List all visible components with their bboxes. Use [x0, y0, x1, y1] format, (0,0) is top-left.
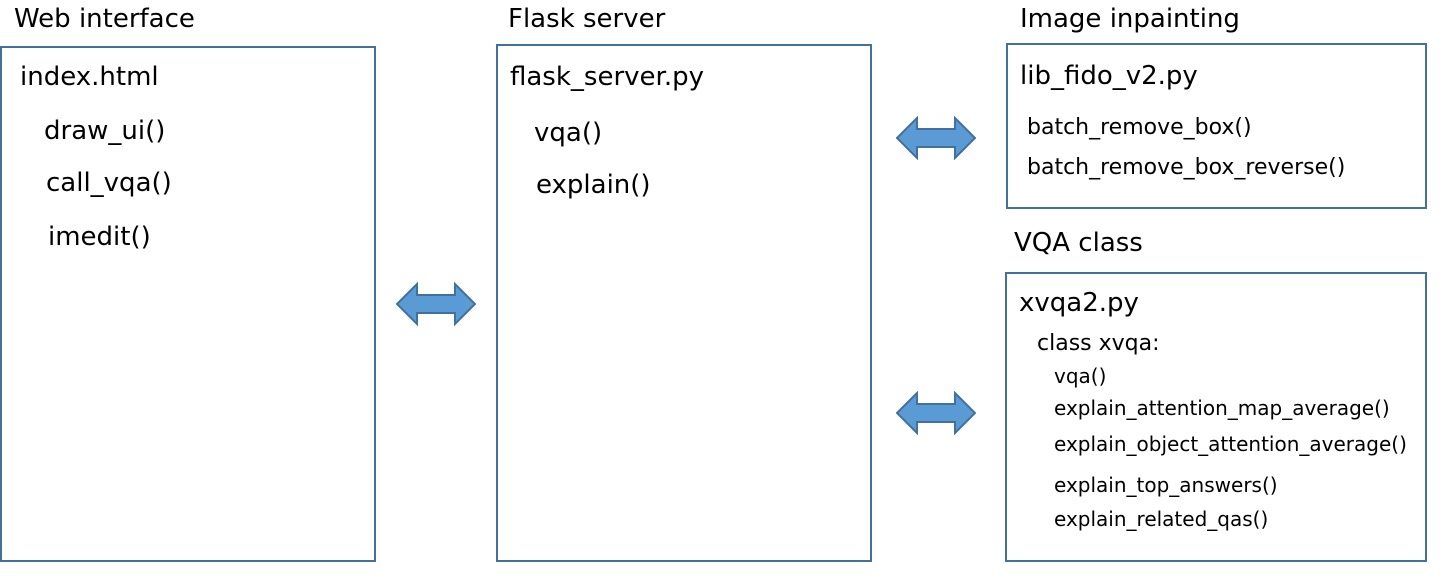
class-xvqa-line: class xvqa: [1037, 331, 1160, 356]
explain-function: explain() [536, 170, 651, 200]
vqa-class-heading: VQA class [1014, 228, 1143, 258]
double-arrow-icon [896, 116, 976, 160]
method-explain-attention-map-average: explain_attention_map_average() [1054, 396, 1390, 420]
image-inpainting-box: lib_fido_v2.py batch_remove_box() batch_… [1006, 43, 1427, 209]
vqa-function: vqa() [534, 118, 603, 148]
web-interface-heading: Web interface [14, 4, 195, 34]
method-explain-related-qas: explain_related_qas() [1054, 507, 1269, 531]
method-explain-top-answers: explain_top_answers() [1054, 473, 1278, 497]
image-inpainting-heading: Image inpainting [1020, 4, 1240, 34]
double-arrow-icon [396, 282, 476, 326]
draw-ui-function: draw_ui() [44, 116, 166, 146]
batch-remove-box-reverse-function: batch_remove_box_reverse() [1027, 155, 1346, 180]
web-interface-box: index.html draw_ui() call_vqa() imedit() [0, 46, 376, 562]
vqa-class-box: xvqa2.py class xvqa: vqa() explain_atten… [1005, 272, 1427, 562]
flask-server-box: flask_server.py vqa() explain() [496, 44, 872, 562]
flask-server-py-label: flask_server.py [510, 62, 704, 92]
index-html-label: index.html [20, 62, 159, 92]
call-vqa-function: call_vqa() [46, 168, 172, 198]
method-explain-object-attention-average: explain_object_attention_average() [1054, 432, 1407, 456]
batch-remove-box-function: batch_remove_box() [1027, 115, 1252, 140]
double-arrow-icon [896, 391, 976, 435]
flask-server-heading: Flask server [508, 4, 666, 34]
method-vqa: vqa() [1054, 364, 1107, 388]
xvqa2-py-label: xvqa2.py [1019, 288, 1139, 318]
imedit-function: imedit() [48, 222, 151, 252]
lib-fido-v2-label: lib_fido_v2.py [1020, 61, 1198, 91]
